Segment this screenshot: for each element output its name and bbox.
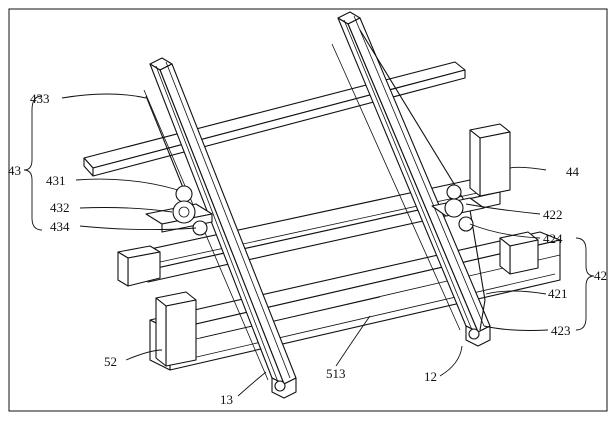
drawing-frame bbox=[8, 8, 608, 412]
label-433: 433 bbox=[30, 91, 50, 106]
label-424: 424 bbox=[543, 231, 563, 246]
label-431: 431 bbox=[46, 173, 66, 188]
right-roller-assembly bbox=[431, 184, 485, 232]
label-43: 43 bbox=[8, 163, 21, 178]
label-513: 513 bbox=[326, 366, 346, 381]
label-52: 52 bbox=[104, 354, 117, 369]
label-42: 42 bbox=[594, 268, 607, 283]
brace-43 bbox=[23, 95, 43, 231]
label-13: 13 bbox=[220, 392, 233, 407]
label-12: 12 bbox=[424, 369, 437, 384]
label-44: 44 bbox=[566, 164, 580, 179]
leader-lines bbox=[61, 93, 549, 397]
label-423: 423 bbox=[551, 323, 571, 338]
post-block-52 bbox=[155, 291, 197, 367]
brace-42 bbox=[575, 237, 595, 331]
left-roller-assembly bbox=[145, 185, 213, 236]
label-432: 432 bbox=[50, 200, 70, 215]
right-end-block bbox=[499, 231, 539, 275]
label-422: 422 bbox=[543, 207, 563, 222]
left-rail-13 bbox=[143, 57, 297, 399]
right-rail-12 bbox=[331, 11, 491, 347]
left-cable bbox=[145, 95, 189, 201]
label-434: 434 bbox=[50, 219, 70, 234]
left-end-block bbox=[117, 245, 161, 287]
right-cable bbox=[359, 29, 486, 331]
post-block-44 bbox=[469, 123, 511, 197]
label-421: 421 bbox=[548, 286, 568, 301]
